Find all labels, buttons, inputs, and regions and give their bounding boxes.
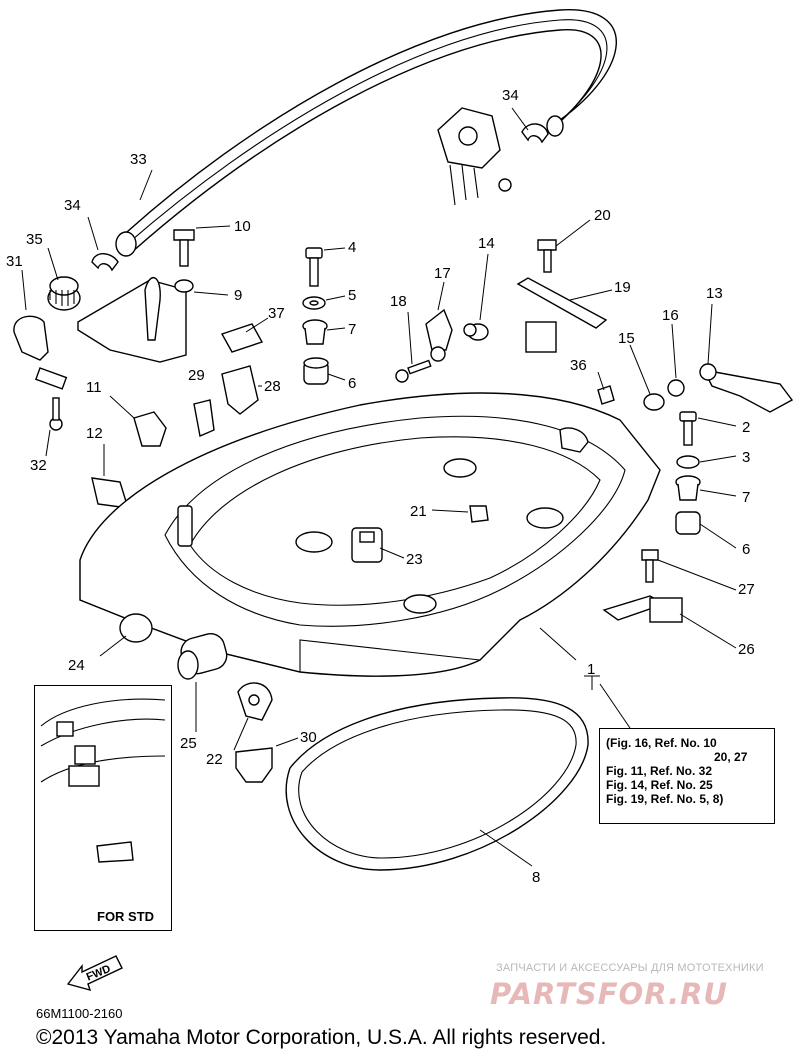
- grommet-part-15: [643, 393, 665, 411]
- inset-for-std: FOR STD: [34, 685, 172, 931]
- bracket-part-26: [602, 595, 683, 623]
- callout-17: 17: [434, 265, 451, 282]
- cap-part-11: [133, 411, 167, 447]
- inset-drawing: [40, 698, 166, 863]
- bolt-part-20: [537, 239, 557, 273]
- reference-line: Fig. 19, Ref. No. 5, 8): [606, 792, 724, 806]
- callout-7-left: 7: [348, 321, 356, 338]
- callout-21: 21: [410, 503, 427, 520]
- callout-24: 24: [68, 657, 85, 674]
- plug-part-23: [351, 527, 383, 563]
- callout-12: 12: [86, 425, 103, 442]
- grommet-part-35: [47, 276, 81, 311]
- callout-37: 37: [268, 305, 285, 322]
- callout-27: 27: [738, 581, 755, 598]
- holder-part-31: [13, 315, 68, 390]
- callout-34-right: 34: [502, 87, 519, 104]
- bracket-part-19: [516, 277, 608, 353]
- callout-5: 5: [348, 287, 356, 304]
- collar-part-7-right: [675, 475, 701, 501]
- bolt-part-4: [305, 247, 323, 287]
- washer-part-3: [676, 455, 700, 469]
- clamp-part-34-left: [91, 253, 119, 272]
- lever-part-17: [425, 308, 453, 362]
- callout-7-right: 7: [742, 489, 750, 506]
- fwd-label: FWD: [85, 963, 113, 984]
- bracket-part-9: [77, 277, 194, 363]
- copyright-notice: ©2013 Yamaha Motor Corporation, U.S.A. A…: [36, 1026, 607, 1049]
- watermark-logo: PARTSFOR.RU: [490, 977, 728, 1011]
- label-part-37: [220, 323, 264, 353]
- plug-part-30: [235, 747, 273, 783]
- reference-line: (Fig. 16, Ref. No. 10: [606, 736, 717, 750]
- callout-11: 11: [86, 379, 102, 396]
- fuel-joint-bracket: [437, 107, 512, 206]
- screw-part-18: [395, 359, 432, 383]
- label-part-36: [597, 385, 615, 405]
- bracket-part-28: [221, 365, 259, 415]
- callout-6-left: 6: [348, 375, 356, 392]
- reference-line: Fig. 14, Ref. No. 25: [606, 778, 713, 792]
- collar-part-7-left: [302, 319, 328, 345]
- inset-label: FOR STD: [97, 909, 155, 924]
- watermark-dealer-text: ЗАПЧАСТИ И АКСЕССУАРЫ ДЛЯ МОТОТЕХНИКИ: [496, 962, 764, 974]
- callout-36: 36: [570, 357, 587, 374]
- bolt-part-27: [641, 549, 659, 583]
- grommet-part-25: [177, 633, 228, 680]
- grommet-part-22: [237, 682, 273, 721]
- callout-25: 25: [180, 735, 197, 752]
- washer-part-5: [302, 296, 326, 310]
- callout-16: 16: [662, 307, 679, 324]
- callout-9: 9: [234, 287, 242, 304]
- fwd-arrow: FWD: [64, 948, 124, 992]
- callout-4: 4: [348, 239, 356, 256]
- callout-29: 29: [188, 367, 205, 384]
- plug-part-24: [119, 613, 153, 643]
- callout-31: 31: [6, 253, 23, 270]
- callout-10: 10: [234, 218, 251, 235]
- part-code: 66M1100-2160: [36, 1006, 123, 1021]
- callout-28: 28: [264, 378, 281, 395]
- callout-6-right: 6: [742, 541, 750, 558]
- bolt-part-2: [679, 411, 697, 446]
- callout-3: 3: [742, 449, 750, 466]
- callout-2: 2: [742, 419, 750, 436]
- grommet-part-6-left: [303, 357, 329, 385]
- callout-14: 14: [478, 235, 495, 252]
- callout-13: 13: [706, 285, 723, 302]
- reference-line: 20, 27: [714, 750, 748, 764]
- callout-35: 35: [26, 231, 43, 248]
- screw-part-32: [49, 397, 63, 431]
- callout-33: 33: [130, 151, 147, 168]
- nut-part-21: [469, 505, 489, 523]
- callout-26: 26: [738, 641, 755, 658]
- grommet-part-14: [463, 323, 489, 341]
- fwd-arrow-icon: FWD: [66, 955, 123, 992]
- washer-part-16: [667, 379, 685, 397]
- handle-part-13: [699, 363, 794, 413]
- reference-box: (Fig. 16, Ref. No. 10 20, 27 Fig. 11, Re…: [599, 728, 775, 824]
- leader-lines: [21, 107, 737, 867]
- callout-22: 22: [206, 751, 223, 768]
- callout-19: 19: [614, 279, 631, 296]
- clip-part-29: [193, 399, 215, 437]
- hose-part-33: [115, 9, 617, 257]
- grommet-part-6-right: [675, 511, 701, 535]
- callout-1: 1: [587, 661, 595, 678]
- callout-15: 15: [618, 330, 635, 347]
- callout-23: 23: [406, 551, 423, 568]
- reference-line: Fig. 11, Ref. No. 32: [606, 764, 713, 778]
- callout-18: 18: [390, 293, 407, 310]
- seal-part-8: [285, 697, 589, 871]
- callout-20: 20: [594, 207, 611, 224]
- bolt-part-10: [173, 229, 195, 267]
- clamp-part-34-right: [521, 123, 549, 144]
- callout-34-left: 34: [64, 197, 81, 214]
- callout-8: 8: [532, 869, 540, 886]
- callout-32: 32: [30, 457, 47, 474]
- callout-30-main: 30: [300, 729, 317, 746]
